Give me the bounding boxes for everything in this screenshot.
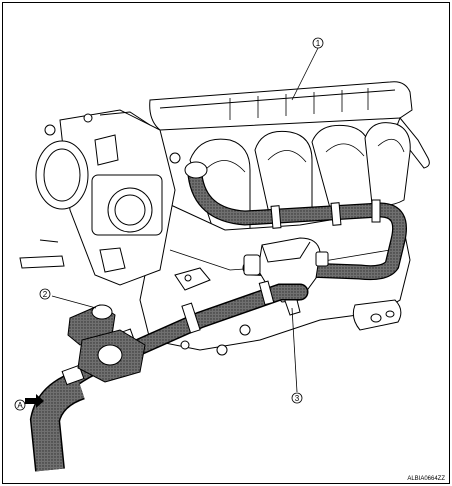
throttle-body	[19, 109, 181, 286]
callout-leaders	[51, 47, 319, 393]
flow-arrow-icon	[25, 394, 44, 408]
svg-text:3: 3	[295, 394, 300, 403]
callout-2: 2	[39, 288, 51, 300]
svg-text:1: 1	[316, 39, 321, 48]
callout-1: 1	[312, 37, 324, 49]
figure-code: ALBIA0664ZZ	[407, 476, 445, 482]
upper-hose	[184, 161, 407, 281]
svg-text:2: 2	[43, 290, 48, 299]
callout-3: 3	[291, 392, 303, 404]
callout-A: A	[14, 399, 26, 411]
svg-text:A: A	[17, 401, 23, 410]
pcv-valve	[67, 304, 146, 383]
